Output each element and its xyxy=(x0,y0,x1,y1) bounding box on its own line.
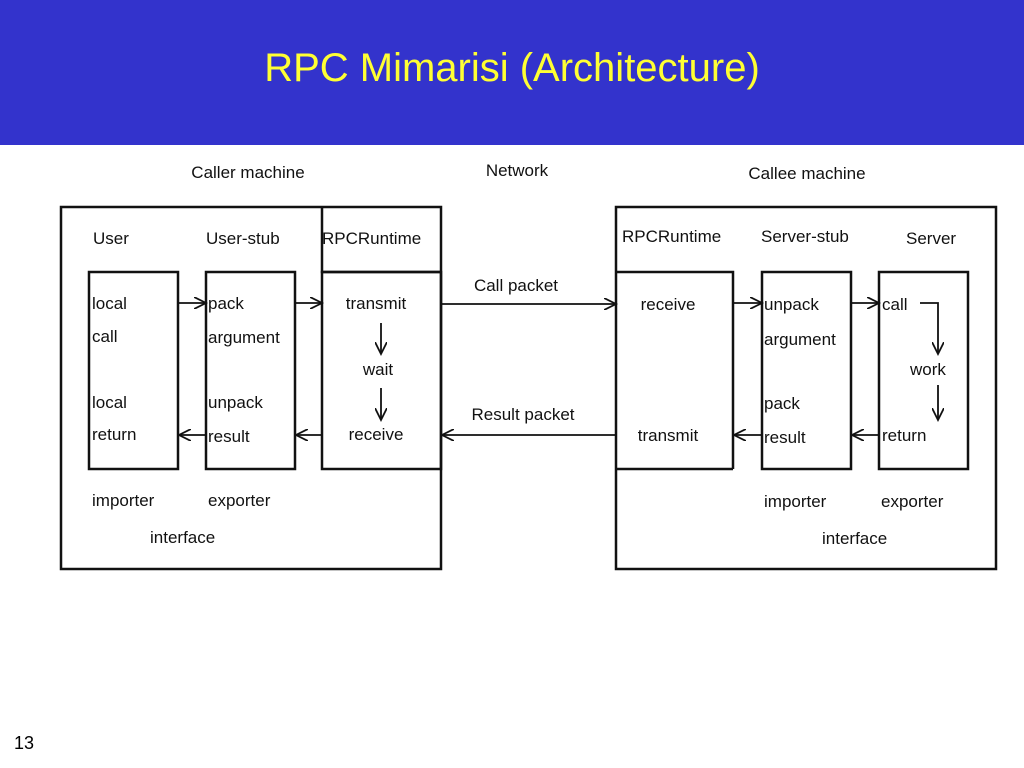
caller-importer-label: importer xyxy=(92,491,155,510)
callee-server-stub-title: Server-stub xyxy=(761,227,849,246)
callee-exporter-label: exporter xyxy=(881,492,944,511)
callee-runtime-receive-label: receive xyxy=(641,295,696,314)
callee-stub-result-label: result xyxy=(764,428,806,447)
callee-importer-label: importer xyxy=(764,492,827,511)
network-heading: Network xyxy=(486,161,549,180)
caller-user-local-label: local xyxy=(92,294,127,313)
caller-machine-heading: Caller machine xyxy=(191,163,304,182)
callee-server-stub-box xyxy=(760,270,853,471)
result-packet-label: Result packet xyxy=(472,405,575,424)
callee-machine-box xyxy=(614,205,998,571)
caller-stub-result-label: result xyxy=(208,427,250,446)
caller-machine-box xyxy=(59,205,443,571)
callee-stub-pack-label: pack xyxy=(764,394,800,413)
callee-stub-unpack-label: unpack xyxy=(764,295,819,314)
caller-user-call-label: call xyxy=(92,327,118,346)
caller-user-box xyxy=(87,270,180,471)
callee-server-work-label: work xyxy=(909,360,946,379)
slide-title: RPC Mimarisi (Architecture) xyxy=(264,46,760,90)
caller-user-title: User xyxy=(93,229,129,248)
caller-runtime-receive-label: receive xyxy=(349,425,404,444)
callee-runtime-title: RPCRuntime xyxy=(622,227,721,246)
arrow-call-to-work xyxy=(920,302,938,354)
caller-user-stub-box xyxy=(204,270,297,471)
call-packet-label: Call packet xyxy=(474,276,558,295)
caller-user-return-label: return xyxy=(92,425,136,444)
caller-runtime-title: RPCRuntime xyxy=(322,229,421,248)
caller-user-stub-title: User-stub xyxy=(206,229,280,248)
caller-stub-pack-label: pack xyxy=(208,294,244,313)
caller-user-local-return-label: local xyxy=(92,393,127,412)
caller-stub-argument-label: argument xyxy=(208,328,280,347)
callee-server-return-label: return xyxy=(882,426,926,445)
page-number: 13 xyxy=(14,733,35,753)
callee-server-call-label: call xyxy=(882,295,908,314)
callee-stub-argument-label: argument xyxy=(764,330,836,349)
caller-interface-label: interface xyxy=(150,528,215,547)
caller-runtime-box xyxy=(320,270,443,471)
callee-runtime-divider xyxy=(616,270,735,469)
callee-server-title: Server xyxy=(906,229,956,248)
callee-interface-label: interface xyxy=(822,529,887,548)
callee-runtime-transmit-label: transmit xyxy=(638,426,699,445)
caller-runtime-wait-label: wait xyxy=(362,360,394,379)
callee-machine-heading: Callee machine xyxy=(748,164,865,183)
caller-stub-unpack-label: unpack xyxy=(208,393,263,412)
callee-server-box xyxy=(877,270,970,471)
slide-header xyxy=(0,0,1024,145)
caller-runtime-transmit-label: transmit xyxy=(346,294,407,313)
caller-exporter-label: exporter xyxy=(208,491,271,510)
